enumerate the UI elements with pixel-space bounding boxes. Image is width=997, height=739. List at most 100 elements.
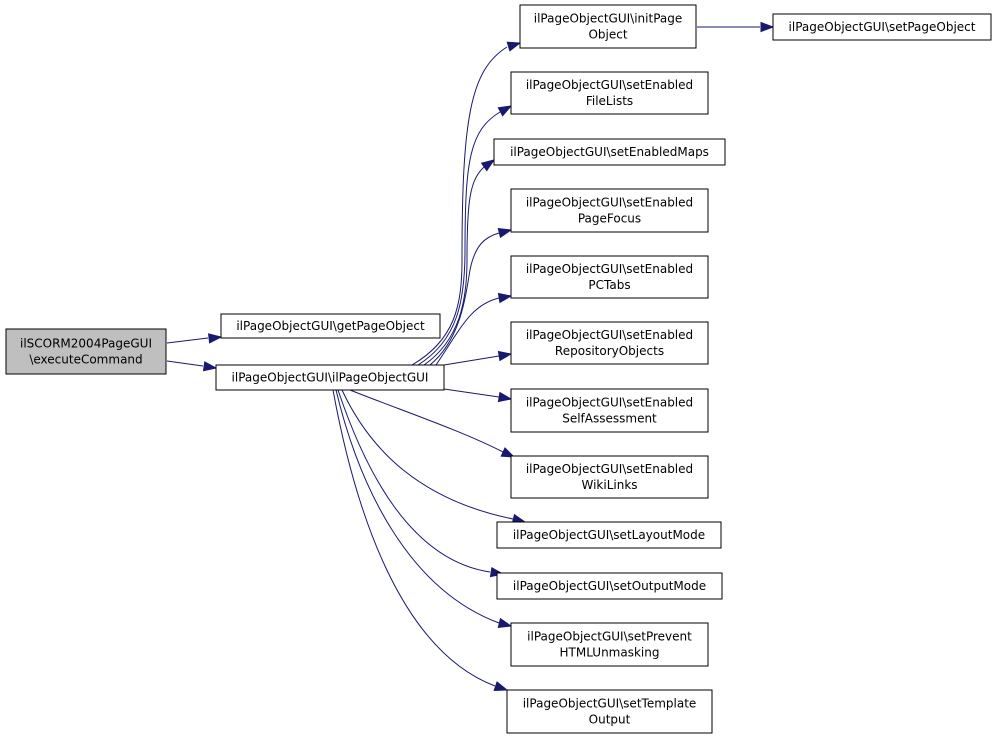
edge-line bbox=[332, 389, 496, 687]
edge-root-to-getPageObject bbox=[166, 333, 223, 344]
edge-arrowhead bbox=[760, 21, 775, 33]
edge-arrowhead bbox=[506, 41, 522, 52]
edge-line bbox=[443, 388, 500, 398]
node-label-line: \executeCommand bbox=[29, 353, 142, 367]
edge-ctor-to-setEnabledPCTabs bbox=[435, 292, 513, 366]
edge-initPageObject-to-setPageObject bbox=[697, 21, 775, 33]
edge-ctor-to-setEnabledWikiLinks bbox=[349, 389, 516, 458]
edge-arrowhead bbox=[493, 681, 509, 692]
edge-ctor-to-setEnabledMaps bbox=[423, 159, 496, 366]
node-root[interactable]: ilSCORM2004PageGUI \executeCommand bbox=[5, 328, 167, 375]
node-label-line: ilPageObjectGUI\setEnabled bbox=[526, 328, 693, 342]
edge-line bbox=[435, 297, 500, 366]
edge-arrowhead bbox=[202, 361, 218, 372]
edge-line bbox=[443, 355, 500, 366]
node-box bbox=[510, 455, 709, 499]
node-label-line: PageFocus bbox=[578, 212, 641, 226]
edge-arrowhead bbox=[497, 105, 513, 117]
node-label-line: ilPageObjectGUI\setOutputMode bbox=[513, 579, 706, 593]
edge-arrowhead bbox=[497, 617, 513, 629]
edge-ctor-to-setOutputMode bbox=[337, 389, 505, 578]
edge-arrowhead bbox=[497, 391, 513, 403]
edge-ctor-to-setPreventHTMLUnmasking bbox=[335, 389, 513, 629]
node-label-line: PCTabs bbox=[588, 278, 630, 292]
node-box bbox=[510, 388, 709, 433]
edge-arrowhead bbox=[497, 350, 513, 362]
edge-root-to-ctor bbox=[166, 360, 218, 372]
node-box bbox=[215, 364, 445, 391]
node-label-line: WikiLinks bbox=[581, 478, 637, 492]
node-box bbox=[5, 328, 167, 375]
node-box bbox=[510, 622, 709, 667]
node-setPageObject[interactable]: ilPageObjectGUI\setPageObject bbox=[772, 13, 992, 41]
node-label-line: ilPageObjectGUI\getPageObject bbox=[236, 319, 425, 333]
node-label-line: ilPageObjectGUI\setEnabled bbox=[526, 396, 693, 410]
node-box bbox=[510, 255, 709, 299]
edge-line bbox=[349, 389, 504, 453]
edge-ctor-to-setLayoutMode bbox=[341, 389, 527, 525]
edge-line bbox=[166, 360, 204, 367]
edge-ctor-to-setEnabledPageFocus bbox=[429, 227, 513, 366]
edge-arrowhead bbox=[497, 227, 513, 239]
edge-line bbox=[411, 46, 508, 366]
node-label-line: Object bbox=[588, 28, 627, 42]
node-label-line: ilPageObjectGUI\ilPageObjectGUI bbox=[232, 371, 429, 385]
node-label-line: ilPageObjectGUI\setEnabledMaps bbox=[510, 145, 709, 159]
node-box bbox=[510, 321, 709, 365]
node-setEnabledMaps[interactable]: ilPageObjectGUI\setEnabledMaps bbox=[493, 138, 726, 166]
node-box bbox=[510, 71, 709, 115]
node-ctor[interactable]: ilPageObjectGUI\ilPageObjectGUI bbox=[215, 364, 445, 391]
edges-layer bbox=[166, 21, 775, 692]
node-box bbox=[493, 138, 726, 166]
edge-ctor-to-setTemplateOutput bbox=[332, 389, 509, 692]
edge-ctor-to-setEnabledRepositoryObjects bbox=[443, 350, 513, 366]
node-label-line: ilPageObjectGUI\initPage bbox=[534, 12, 683, 26]
node-label-line: ilPageObjectGUI\setEnabled bbox=[526, 78, 693, 92]
edge-ctor-to-initPageObject bbox=[411, 41, 522, 366]
node-label-line: ilSCORM2004PageGUI bbox=[20, 337, 152, 351]
node-box bbox=[496, 572, 723, 600]
edge-arrowhead bbox=[500, 447, 516, 458]
node-box bbox=[519, 4, 697, 49]
node-box bbox=[506, 689, 713, 734]
node-label-line: Output bbox=[589, 713, 631, 727]
node-box bbox=[220, 313, 441, 339]
nodes-layer: ilSCORM2004PageGUI \executeCommand ilPageO… bbox=[5, 4, 992, 734]
node-label-line: ilPageObjectGUI\setEnabled bbox=[526, 262, 693, 276]
edge-line bbox=[335, 389, 500, 624]
edge-arrowhead bbox=[207, 333, 223, 344]
node-box bbox=[772, 13, 992, 41]
edge-line bbox=[341, 389, 514, 520]
node-setLayoutMode[interactable]: ilPageObjectGUI\setLayoutMode bbox=[496, 521, 722, 549]
edge-arrowhead bbox=[497, 292, 513, 304]
node-box bbox=[496, 521, 722, 549]
node-getPageObject[interactable]: ilPageObjectGUI\getPageObject bbox=[220, 313, 441, 339]
edge-ctor-to-setEnabledFileLists bbox=[417, 105, 513, 366]
node-box bbox=[510, 188, 709, 233]
node-label-line: ilPageObjectGUI\setPageObject bbox=[789, 20, 976, 34]
edge-ctor-to-setEnabledSelfAssessment bbox=[443, 388, 513, 403]
edge-line bbox=[166, 337, 209, 344]
edge-line bbox=[423, 166, 485, 366]
node-label-line: ilPageObjectGUI\setEnabled bbox=[526, 462, 693, 476]
node-setOutputMode[interactable]: ilPageObjectGUI\setOutputMode bbox=[496, 572, 723, 600]
node-label-line: ilPageObjectGUI\setTemplate bbox=[523, 697, 697, 711]
node-label-line: ilPageObjectGUI\setPrevent bbox=[527, 630, 692, 644]
node-setEnabledRepositoryObjects[interactable]: ilPageObjectGUI\setEnabledRepositoryObje… bbox=[510, 321, 709, 365]
node-label-line: ilPageObjectGUI\setEnabled bbox=[526, 196, 693, 210]
node-label-line: SelfAssessment bbox=[562, 412, 657, 426]
node-label-line: HTMLUnmasking bbox=[560, 646, 660, 660]
edge-line bbox=[337, 389, 491, 573]
node-label-line: RepositoryObjects bbox=[555, 344, 664, 358]
edge-arrowhead bbox=[480, 159, 496, 172]
edge-line bbox=[429, 232, 500, 366]
